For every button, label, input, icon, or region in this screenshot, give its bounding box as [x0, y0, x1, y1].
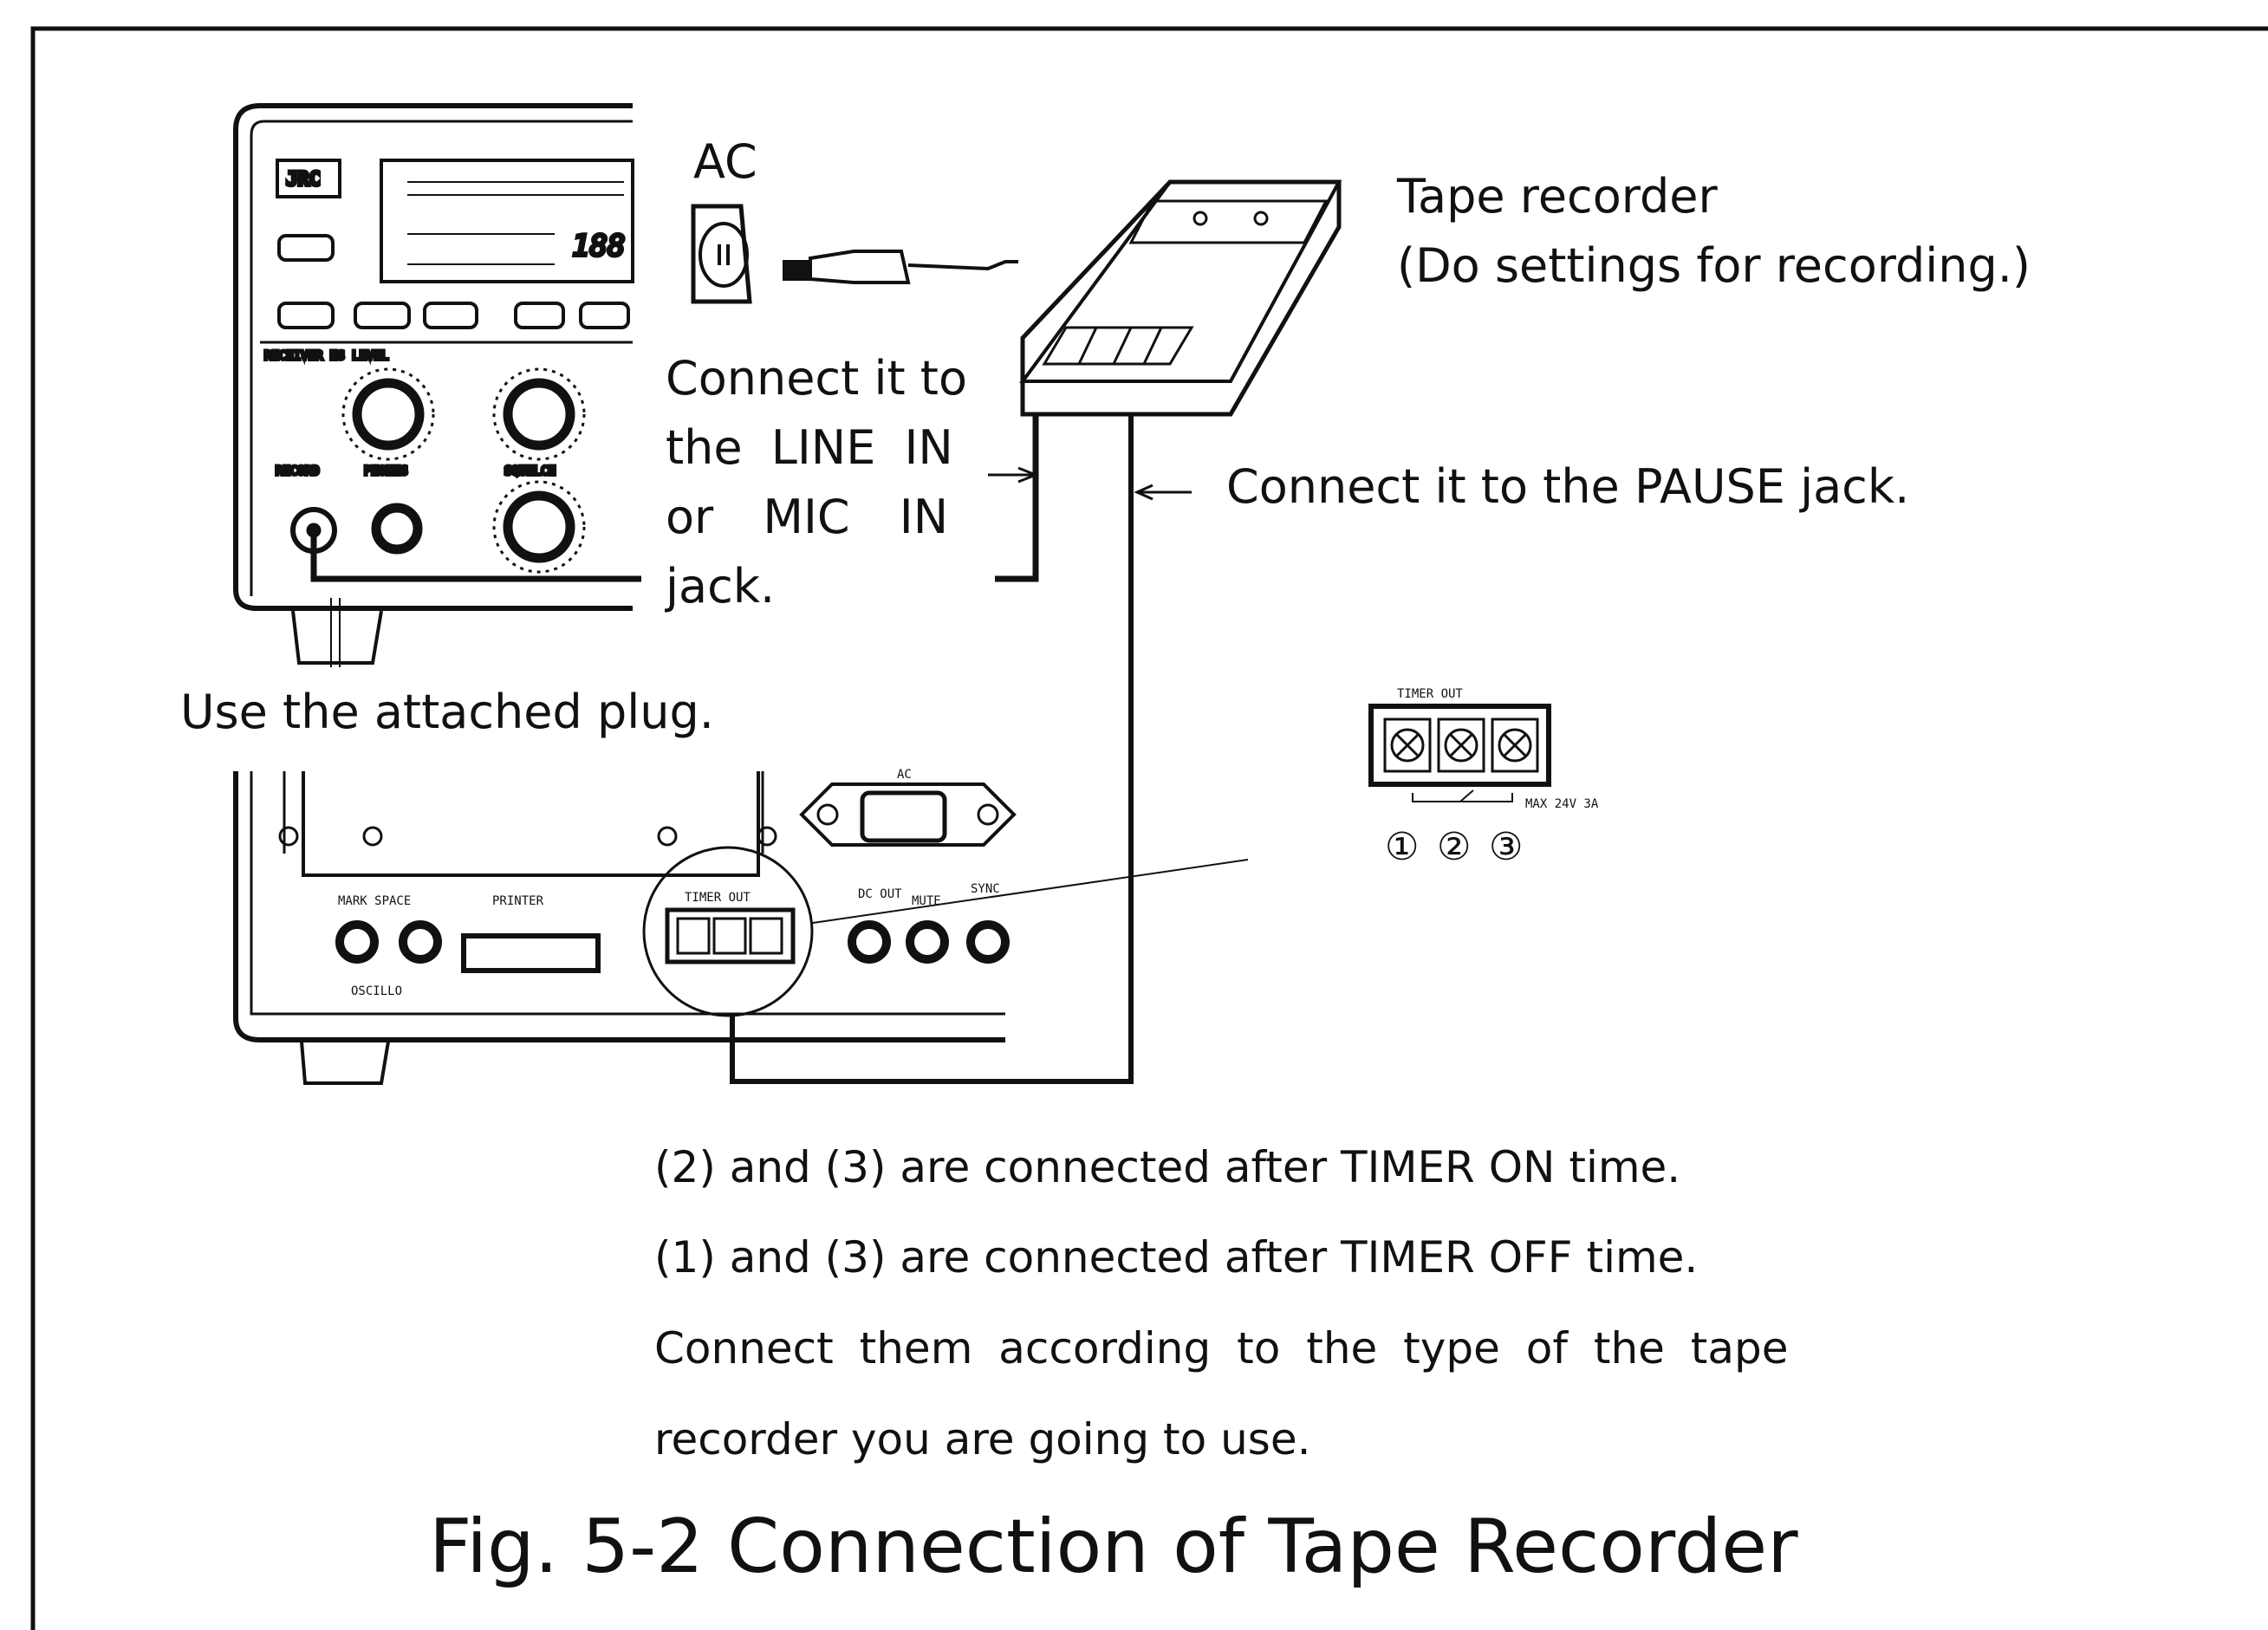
- front-panel: JRC 188 RECEIVER NS LEVEL RECORD PHONES …: [233, 103, 634, 611]
- attached-plug-label: Use the attached plug.: [180, 685, 714, 739]
- rear-ac-label: AC: [897, 768, 912, 782]
- oscillo-label: OSCILLO: [351, 984, 402, 998]
- connect-line-label-3: or MIC IN: [666, 490, 949, 544]
- note-connect-line-1: Connect them according to the type of th…: [654, 1323, 1789, 1373]
- rear-panel-labels: MARK SPACE PRINTER OSCILLO TIMER OUT AC …: [338, 768, 1000, 998]
- printer-label: PRINTER: [492, 894, 544, 908]
- display-window: [380, 159, 634, 283]
- tape-settings-label: (Do settings for recording.): [1397, 238, 2031, 293]
- terminal-2: ②: [1437, 825, 1471, 869]
- line-in-cable: [995, 414, 1039, 582]
- tape-recorder: [1019, 179, 1342, 417]
- connect-line-label-2: the LINE IN: [666, 420, 953, 475]
- knob-squelch: [503, 490, 575, 563]
- pause-cable: [730, 414, 1134, 1084]
- terminal-3: ③: [1489, 825, 1523, 869]
- connect-line-label-4: jack.: [666, 559, 776, 614]
- brand-text: JRC: [286, 169, 321, 191]
- phones-label: PHONES: [364, 464, 408, 478]
- note-timer-on: (2) and (3) are connected after TIMER ON…: [654, 1142, 1681, 1192]
- display-digits: 188: [572, 229, 625, 263]
- ac-label: AC: [693, 134, 757, 189]
- knob-af: [352, 378, 425, 451]
- receiver-label: RECEIVER NS LEVEL: [264, 349, 388, 363]
- rear-timer-out-label: TIMER OUT: [685, 891, 751, 905]
- detail-leader-line: [812, 859, 1249, 924]
- front-knobs: [290, 367, 586, 574]
- squelch-label: SQUELCH: [504, 464, 556, 478]
- figure-caption: Fig. 5-2 Connection of Tape Recorder: [429, 1503, 1798, 1590]
- terminal-1: ①: [1385, 825, 1419, 869]
- rear-panel: [233, 771, 1017, 1085]
- note-connect-line-2: recorder you are going to use.: [654, 1414, 1311, 1464]
- timer-out-magnifier: [642, 846, 814, 1017]
- record-cable: [310, 530, 641, 582]
- timer-out-detail: [1368, 704, 1551, 802]
- brand-plate: [276, 159, 341, 198]
- mark-space-label: MARK SPACE: [338, 894, 411, 908]
- figure-border: [30, 26, 2268, 1630]
- record-label: RECORD: [276, 464, 320, 478]
- sync-label: SYNC: [971, 882, 1000, 896]
- connect-line-label-1: Connect it to: [666, 351, 967, 406]
- phones-jack: [371, 503, 423, 555]
- tape-recorder-label: Tape recorder: [1397, 169, 1718, 224]
- ac-outlet: [691, 204, 752, 304]
- front-foot: [291, 610, 383, 665]
- connect-pause-label: Connect it to the PAUSE jack.: [1226, 459, 1910, 514]
- dc-out-label: DC OUT: [858, 887, 902, 901]
- timer-max-label: MAX 24V 3A: [1525, 797, 1599, 811]
- note-timer-off: (1) and (3) are connected after TIMER OF…: [654, 1232, 1699, 1283]
- ac-plug: [783, 250, 1018, 284]
- timer-out-detail-label: TIMER OUT: [1397, 687, 1463, 701]
- knob-rf: [503, 378, 575, 451]
